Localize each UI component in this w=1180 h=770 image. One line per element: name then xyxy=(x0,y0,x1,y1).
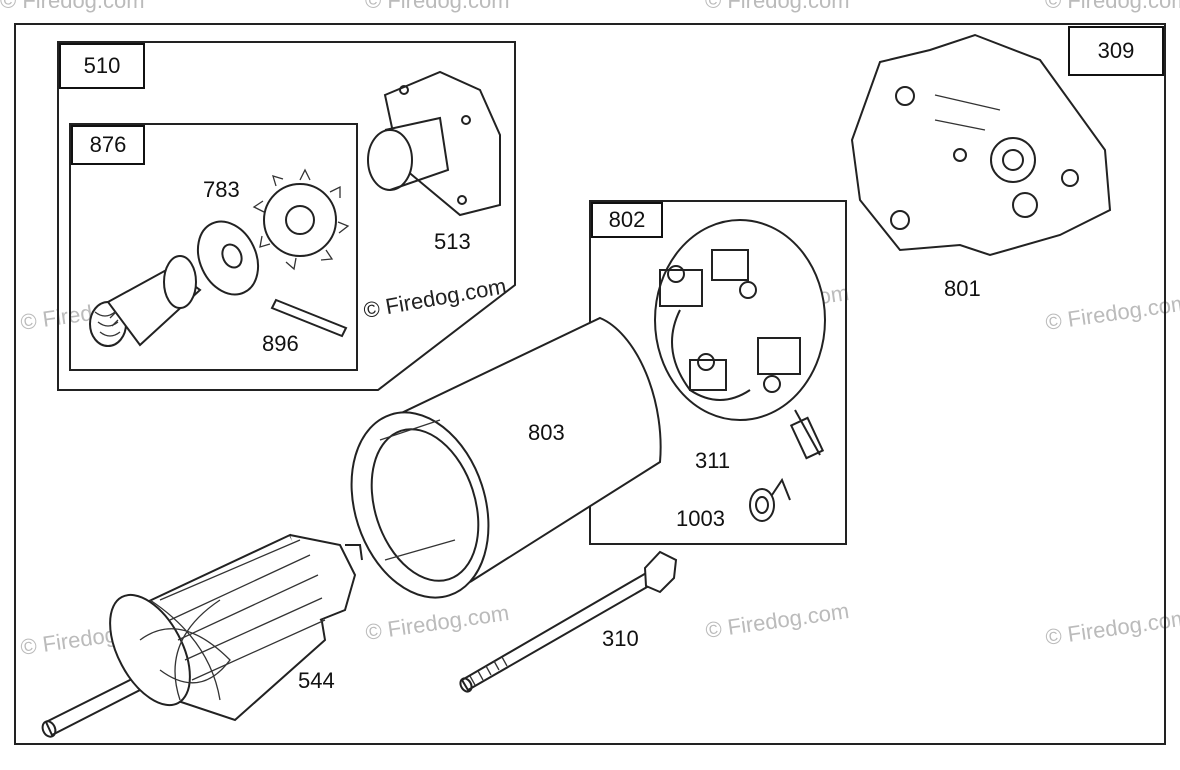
flange-plate-801 xyxy=(850,33,1112,257)
group-label-802: 802 xyxy=(591,202,663,238)
frame-label-309: 309 xyxy=(1068,26,1164,76)
washer-783 xyxy=(196,220,260,296)
part-label-783: 783 xyxy=(203,177,240,202)
clip-1003 xyxy=(749,477,791,522)
through-bolt-310 xyxy=(459,550,678,693)
group-876-outline xyxy=(69,123,358,371)
group-label-876: 876 xyxy=(71,125,145,165)
diagram-frame xyxy=(14,23,1166,745)
brush-holder-802 xyxy=(654,219,826,460)
watermark: © Firedog.com xyxy=(365,0,510,13)
part-label-801: 801 xyxy=(944,276,981,301)
drive-assembly-876 xyxy=(89,255,202,347)
armature-544 xyxy=(41,533,363,738)
part-label-513: 513 xyxy=(434,229,471,254)
watermark: © Firedog.com xyxy=(0,0,145,13)
group-510-outline xyxy=(57,41,516,391)
part-label-896: 896 xyxy=(262,331,299,356)
watermark: © Firedog.com xyxy=(1045,0,1180,13)
housing-803 xyxy=(350,316,662,599)
part-label-310: 310 xyxy=(602,626,639,651)
pin-896 xyxy=(270,298,348,338)
part-label-544: 544 xyxy=(298,668,335,693)
gear xyxy=(252,168,350,271)
watermark: © Firedog.com xyxy=(705,0,850,13)
group-label-510: 510 xyxy=(59,43,145,89)
part-label-311: 311 xyxy=(695,448,731,473)
part-label-1003: 1003 xyxy=(676,506,725,531)
part-label-803: 803 xyxy=(528,420,565,445)
end-cap-513 xyxy=(367,70,501,217)
